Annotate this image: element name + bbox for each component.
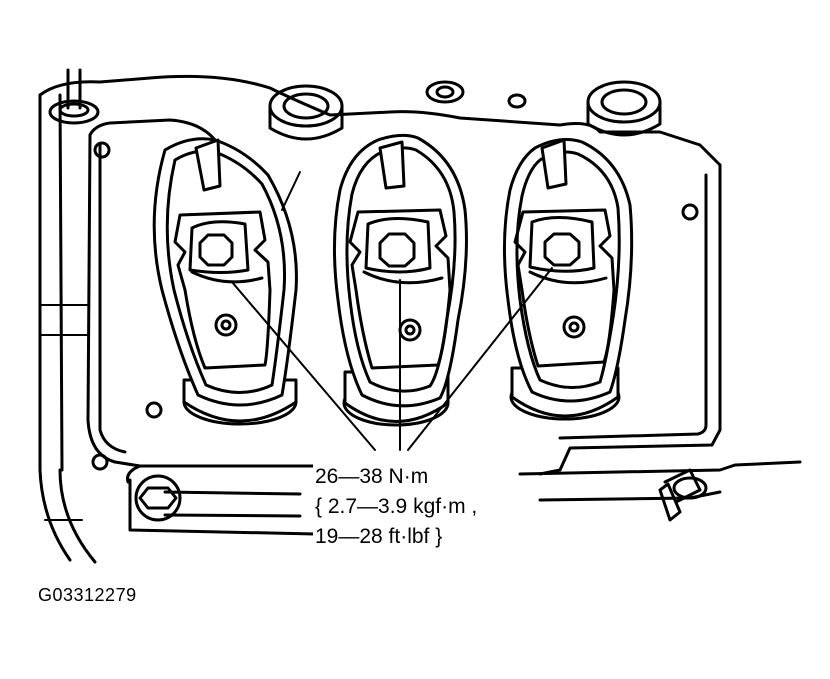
torque-ftlbf: 19—28 ft·lbf }: [315, 525, 443, 548]
rocker-arm-1: [152, 137, 298, 426]
torque-kgfm: { 2.7—3.9 kgf·m ,: [315, 495, 478, 518]
torque-specification: 26—38 N·m { 2.7—3.9 kgf·m , 19—28 ft·lbf…: [313, 462, 484, 552]
rocker-arm-2: [332, 133, 468, 427]
bolt-hole: [145, 401, 163, 419]
top-boss-center: [425, 80, 527, 109]
spark-plug-fitting: [658, 468, 708, 522]
bolt-hole: [93, 141, 111, 159]
bolt-hole: [681, 203, 699, 221]
top-boss-left: [268, 84, 344, 141]
rocker-arm-3: [502, 138, 634, 421]
oil-pipe: [48, 68, 100, 125]
top-boss-right: [586, 80, 662, 137]
bolt-hole: [91, 453, 109, 471]
torque-leader-lines: [231, 171, 553, 451]
bottom-bolt: [134, 474, 182, 522]
figure-id: G03312279: [38, 585, 137, 605]
torque-nm: 26—38 N·m: [315, 465, 429, 488]
